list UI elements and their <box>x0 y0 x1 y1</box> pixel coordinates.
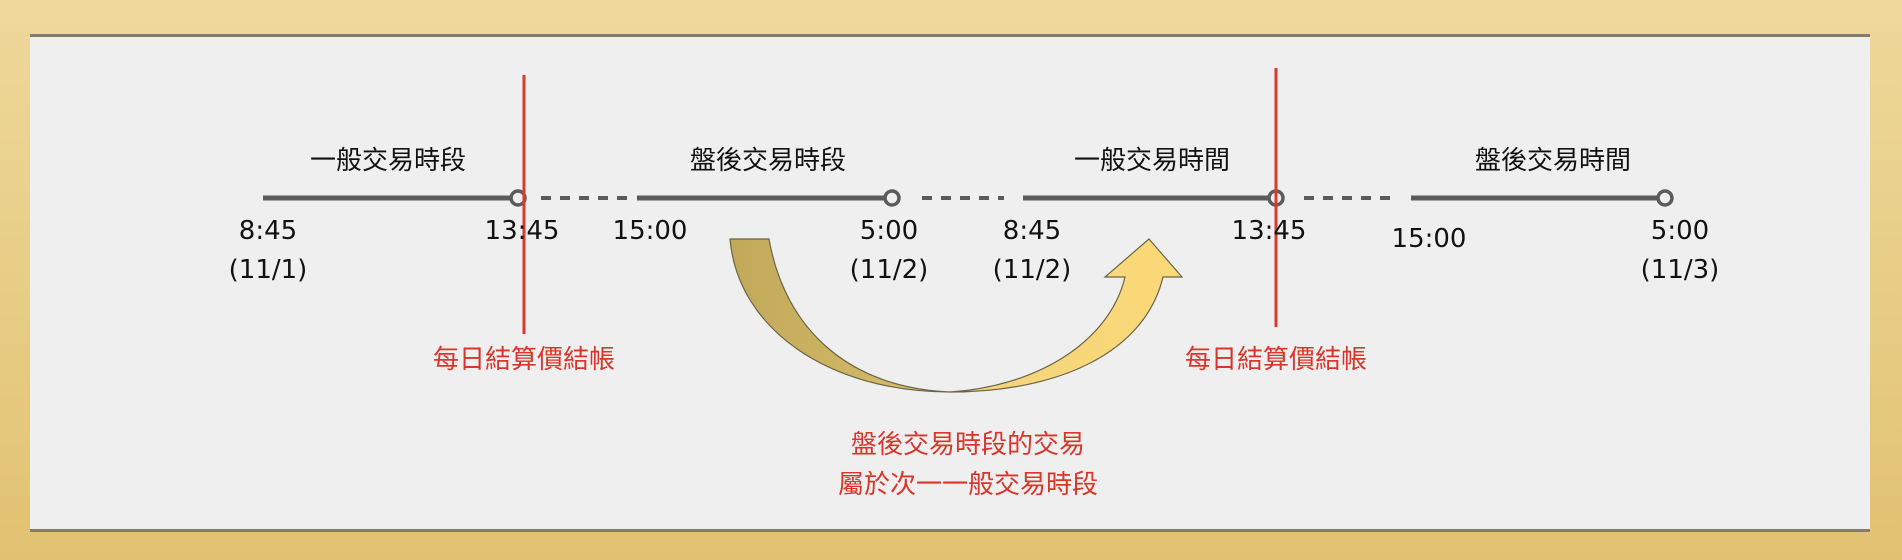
session-label-4: 盤後交易時間 <box>1474 146 1632 176</box>
session-label-1: 一般交易時段 <box>309 146 467 176</box>
end-marker-2 <box>883 189 901 207</box>
time-label: 13:45 <box>1231 216 1307 246</box>
session-label-3: 一般交易時間 <box>1073 146 1231 176</box>
time-label: 15:00 <box>612 216 688 246</box>
note-line-2: 屬於次一一般交易時段 <box>837 470 1099 500</box>
time-label: 8:45 <box>238 216 298 246</box>
end-marker-4 <box>1656 189 1674 207</box>
curved-arrow-right-half-arrowhead <box>949 238 1184 393</box>
time-label: 15:00 <box>1391 224 1467 254</box>
date-label: (11/3) <box>1640 255 1720 285</box>
date-label: (11/2) <box>992 255 1072 285</box>
time-label: 8:45 <box>1002 216 1062 246</box>
settlement-label-1: 每日結算價結帳 <box>432 345 616 375</box>
date-label: (11/1) <box>228 255 308 285</box>
time-label: 5:00 <box>1650 216 1710 246</box>
time-label: 5:00 <box>859 216 919 246</box>
session-label-2: 盤後交易時段 <box>689 146 847 176</box>
time-label: 13:45 <box>484 216 560 246</box>
date-label: (11/2) <box>849 255 929 285</box>
settlement-label-2: 每日結算價結帳 <box>1184 345 1368 375</box>
diagram-panel <box>30 34 1870 532</box>
note-line-1: 盤後交易時段的交易 <box>850 430 1086 460</box>
